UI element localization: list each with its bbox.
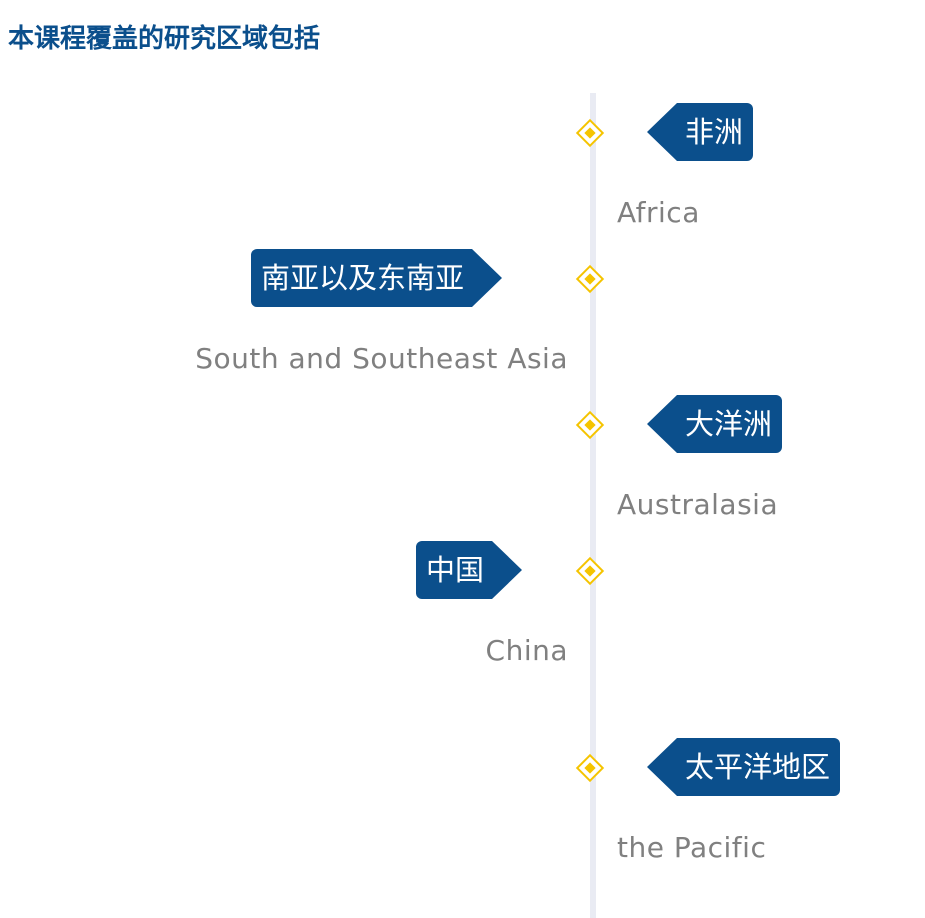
page-title: 本课程覆盖的研究区域包括 bbox=[8, 24, 321, 54]
region-tag-australasia: 大洋洲 bbox=[646, 395, 783, 453]
region-english-pacific: the Pacific bbox=[617, 831, 767, 864]
diamond-marker-icon bbox=[575, 118, 605, 148]
diamond-marker-icon bbox=[575, 264, 605, 294]
timeline-line bbox=[590, 93, 596, 918]
diamond-marker-icon bbox=[575, 556, 605, 586]
region-english-africa: Africa bbox=[617, 196, 700, 229]
region-english-australasia: Australasia bbox=[617, 488, 779, 521]
region-english-china: China bbox=[485, 634, 568, 667]
region-tag-china: 中国 bbox=[416, 541, 523, 599]
region-tag-south-southeast-asia: 南亚以及东南亚 bbox=[251, 249, 503, 307]
diamond-marker-icon bbox=[575, 753, 605, 783]
diamond-marker-icon bbox=[575, 410, 605, 440]
region-tag-pacific: 太平洋地区 bbox=[646, 738, 841, 796]
region-tag-africa: 非洲 bbox=[646, 103, 754, 161]
region-english-south-southeast-asia: South and Southeast Asia bbox=[195, 342, 568, 375]
